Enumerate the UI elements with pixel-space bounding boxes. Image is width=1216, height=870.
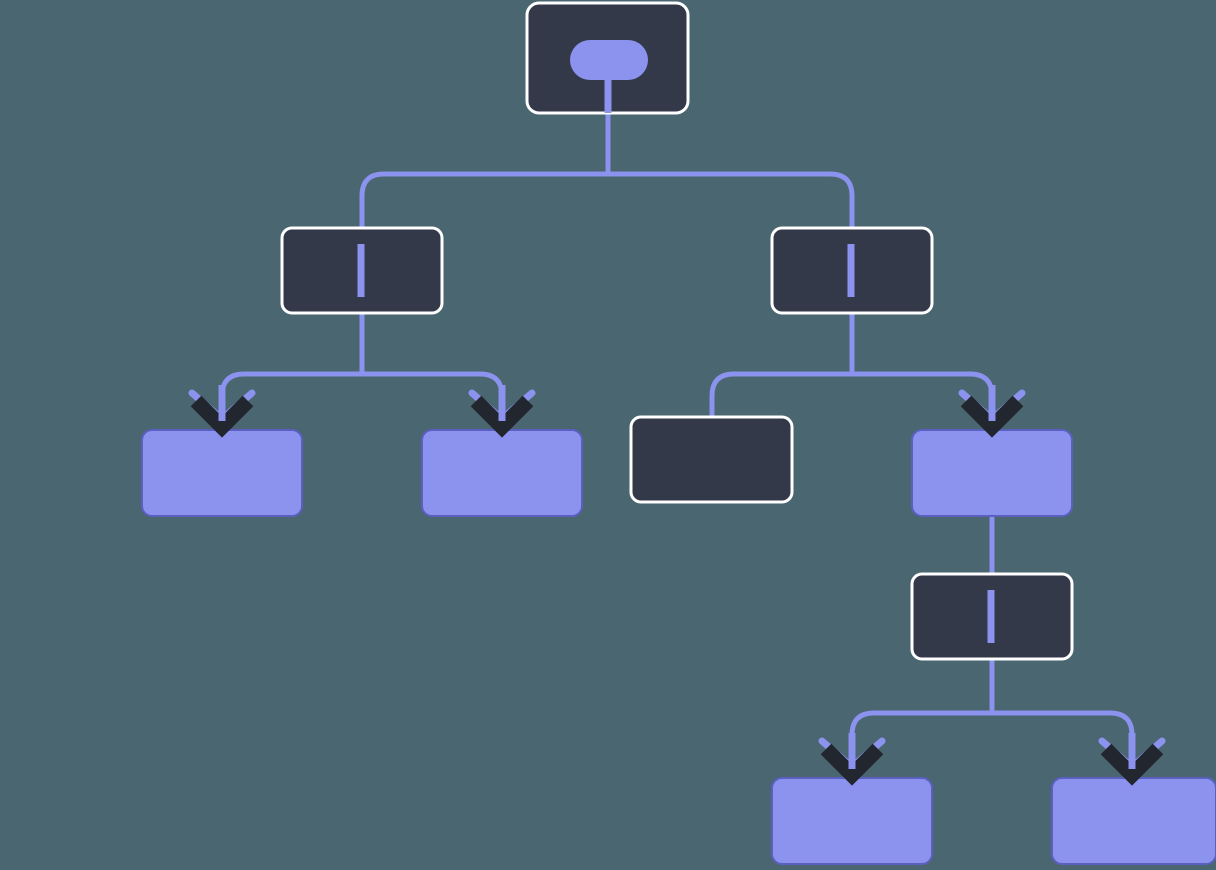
branch-node-left[interactable]: [280, 226, 444, 315]
double-chevron-arrowhead: [958, 385, 1026, 438]
double-chevron-arrowhead: [818, 733, 886, 786]
arrowhead-dark-chevron: [960, 395, 1024, 438]
leaf-node-1-shape[interactable]: [141, 429, 303, 517]
root-node-pill-glyph: [570, 40, 648, 80]
leaf-node-3[interactable]: [911, 429, 1073, 517]
leaf-node-2[interactable]: [421, 429, 583, 517]
arrow-layer: [188, 385, 1166, 786]
branch-node-right[interactable]: [770, 226, 934, 315]
leaf-node-1[interactable]: [141, 429, 303, 517]
terminal-node-dark-shape[interactable]: [629, 415, 794, 504]
edge-right-branch-to-terminal[interactable]: [709, 313, 855, 417]
branch-node-left-line-glyph: [357, 244, 365, 297]
edge-layer: [219, 113, 1135, 778]
leaf-node-2-shape[interactable]: [421, 429, 583, 517]
double-chevron-arrowhead: [188, 385, 256, 438]
double-chevron-arrowhead: [468, 385, 536, 438]
leaf-node-4[interactable]: [771, 777, 933, 865]
leaf-node-5-shape[interactable]: [1051, 777, 1216, 865]
leaf-node-5[interactable]: [1051, 777, 1216, 865]
edge-root-to-left-branch[interactable]: [359, 113, 611, 228]
root-node-stem: [604, 60, 612, 113]
arrowhead-dark-chevron: [470, 395, 534, 438]
branch-node-lower[interactable]: [910, 572, 1074, 661]
node-layer: [141, 1, 1216, 865]
arrowhead-dark-chevron: [190, 395, 254, 438]
arrowhead-dark-chevron: [1100, 743, 1164, 786]
leaf-node-3-shape[interactable]: [911, 429, 1073, 517]
terminal-node-dark[interactable]: [629, 415, 794, 504]
double-chevron-arrowhead: [1098, 733, 1166, 786]
arrowhead-dark-chevron: [820, 743, 884, 786]
root-node[interactable]: [525, 1, 690, 115]
branch-node-lower-line-glyph: [987, 590, 995, 643]
leaf-node-4-shape[interactable]: [771, 777, 933, 865]
edge-root-to-right-branch[interactable]: [608, 171, 855, 228]
branch-node-right-line-glyph: [847, 244, 855, 297]
